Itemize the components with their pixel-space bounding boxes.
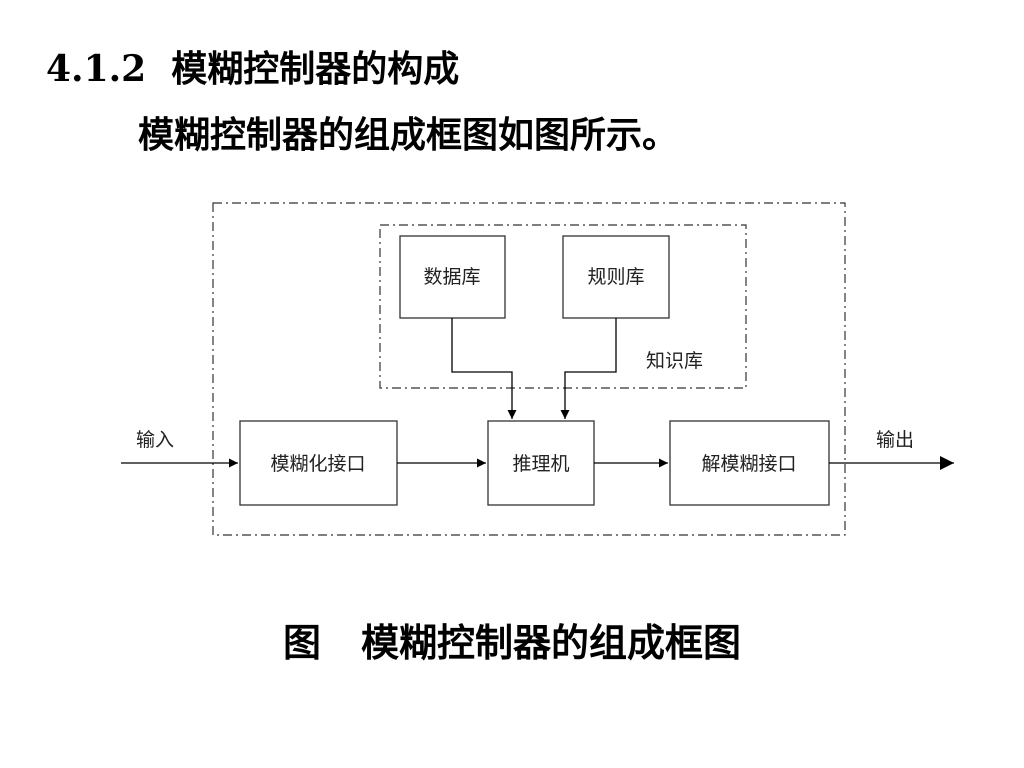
intro-text: 模糊控制器的组成框图如图所示。	[138, 114, 679, 156]
defuzzification-label: 解模糊接口	[701, 453, 796, 475]
knowledge-base-label: 知识库	[646, 350, 703, 372]
section-title: 模糊控制器的构成	[171, 48, 460, 90]
figure-caption-label: 图	[283, 620, 322, 665]
controller-boundary	[212, 202, 846, 536]
rulebase-to-inference-arrow	[560, 318, 617, 419]
defuzzification-block	[669, 420, 830, 506]
figure-caption-title: 模糊控制器的组成框图	[361, 620, 742, 665]
output-label: 输出	[876, 429, 914, 451]
input-label: 输入	[136, 429, 174, 451]
rulebase-block	[562, 235, 670, 319]
database-label: 数据库	[423, 266, 480, 288]
database-to-inference-arrow	[451, 318, 517, 419]
rulebase-label: 规则库	[587, 266, 644, 288]
section-number: 4.1.2	[46, 48, 147, 90]
fuzzy-controller-diagram: 数据库 规则库 知识库 模糊化接口 推理机 解模糊接口 输入 输出	[121, 202, 954, 536]
figure-caption: 图模糊控制器的组成框图	[283, 612, 741, 667]
knowledge-base-boundary	[379, 224, 747, 389]
section-heading: 4.1.2 模糊控制器的构成	[46, 40, 459, 92]
inference-label: 推理机	[512, 453, 569, 475]
fuzzification-label: 模糊化接口	[270, 453, 365, 475]
database-block	[399, 235, 506, 319]
inference-block	[487, 420, 595, 506]
